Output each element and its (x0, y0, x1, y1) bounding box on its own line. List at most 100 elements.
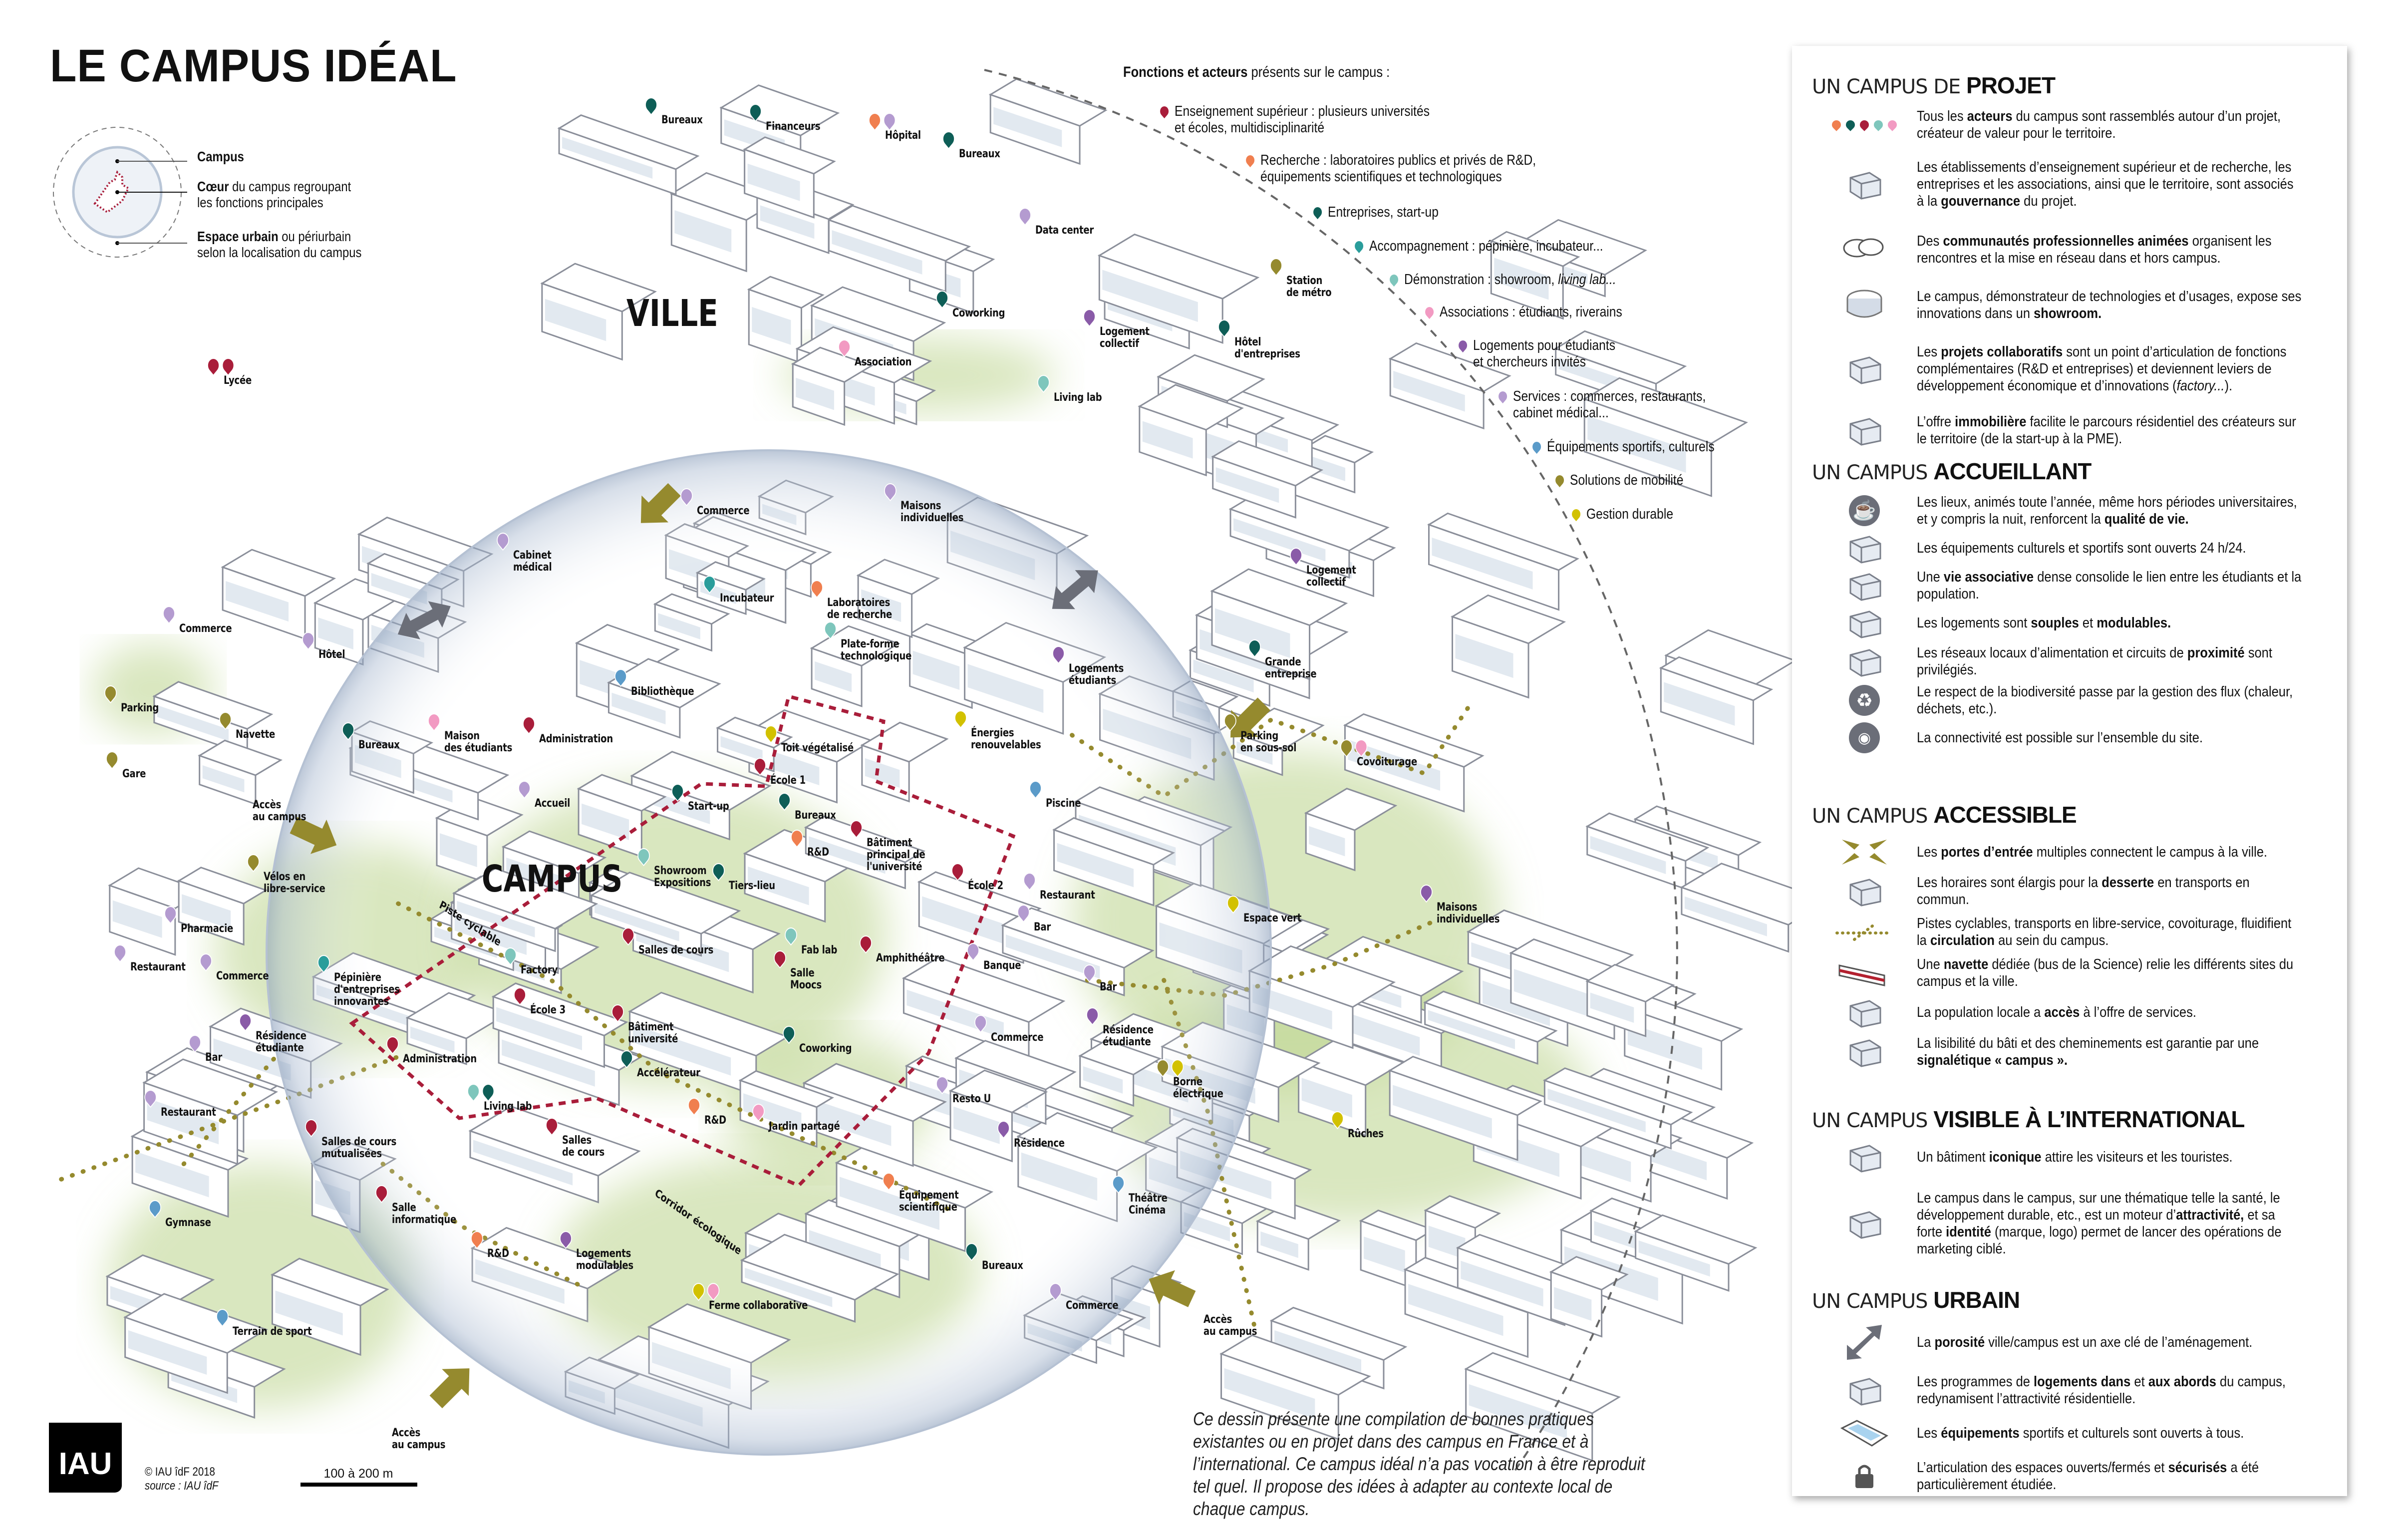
map-pin-icon[interactable] (866, 109, 884, 131)
map-pin-icon[interactable] (857, 932, 875, 953)
map-pin-icon[interactable] (515, 777, 533, 799)
map-pin-icon[interactable] (836, 336, 853, 358)
map-pin-icon[interactable] (1338, 736, 1356, 757)
map-pin-icon[interactable] (848, 817, 866, 839)
map-pin-icon[interactable] (1221, 710, 1239, 731)
map-pin-icon[interactable] (747, 100, 764, 122)
map-pin-icon[interactable] (678, 485, 695, 506)
map-pin-icon[interactable] (881, 109, 898, 131)
map-pin-icon[interactable] (1034, 371, 1052, 393)
map-pin-icon[interactable] (972, 1011, 989, 1033)
map-pin-icon[interactable] (822, 618, 840, 639)
map-pin-icon[interactable] (1027, 777, 1045, 799)
map-pin-icon[interactable] (1084, 1004, 1101, 1025)
map-pin-icon[interactable] (494, 529, 512, 551)
map-pin-icon[interactable] (1080, 961, 1098, 982)
map-pin-icon[interactable] (1246, 636, 1264, 658)
map-pin-icon[interactable] (214, 1305, 232, 1327)
map-pin-icon[interactable] (217, 708, 235, 730)
map-pin-icon[interactable] (111, 941, 129, 963)
map-pin-icon[interactable] (186, 1031, 204, 1053)
map-pin-icon[interactable] (1047, 1279, 1065, 1301)
map-pin-icon[interactable] (162, 903, 179, 924)
map-pin-icon[interactable] (705, 1279, 722, 1301)
map-pin-icon[interactable] (557, 1228, 575, 1249)
map-pin-icon[interactable] (237, 1010, 255, 1032)
map-pin-icon[interactable] (933, 1073, 951, 1094)
map-pin-icon[interactable] (701, 572, 718, 594)
map-pin-icon[interactable] (788, 826, 806, 848)
map-pin-icon[interactable] (1417, 882, 1435, 903)
map-pin-icon[interactable] (642, 94, 660, 116)
map-pin-icon[interactable] (762, 722, 780, 744)
map-pin-icon[interactable] (425, 710, 443, 731)
map-pin-icon[interactable] (543, 1114, 561, 1136)
map-pin-icon[interactable] (685, 1094, 703, 1116)
map-pin-icon[interactable] (780, 1022, 798, 1044)
map-pin-icon[interactable] (1224, 892, 1242, 914)
map-pin-icon[interactable] (480, 1080, 497, 1102)
map-pin-icon[interactable] (197, 950, 215, 972)
map-pin-icon[interactable] (771, 947, 789, 969)
map-pin-icon[interactable] (103, 748, 121, 770)
map-pin-icon[interactable] (619, 924, 637, 946)
map-pin-icon[interactable] (949, 860, 966, 882)
map-pin-icon[interactable] (608, 1001, 626, 1022)
map-pin-icon[interactable] (1154, 1056, 1172, 1078)
map-pin-icon[interactable] (668, 780, 686, 802)
map-pin-icon[interactable] (808, 577, 826, 598)
map-pin-icon[interactable] (1014, 901, 1032, 923)
map-pin-icon[interactable] (302, 1116, 320, 1137)
map-pin-icon[interactable] (299, 628, 317, 650)
map-pin-icon[interactable] (339, 719, 357, 741)
map-pin-icon[interactable] (1080, 306, 1098, 327)
map-pin-icon[interactable] (776, 789, 794, 811)
map-pin-icon[interactable] (160, 603, 178, 624)
map-pin-icon[interactable] (1169, 1056, 1187, 1078)
map-pin-icon[interactable] (465, 1080, 483, 1102)
map-pin-icon[interactable] (710, 860, 728, 882)
section-title: UN CAMPUS VISIBLE À L’INTERNATIONAL (1812, 1106, 2332, 1133)
map-pin-icon[interactable] (751, 754, 769, 776)
map-pin-icon[interactable] (952, 707, 970, 728)
map-pin-icon[interactable] (882, 480, 899, 502)
map-pin-icon[interactable] (102, 682, 120, 704)
map-pin-icon[interactable] (146, 1197, 164, 1219)
map-label: Salles de cours (619, 924, 714, 956)
map-pin-icon[interactable] (383, 1033, 401, 1055)
map-pin-icon[interactable] (244, 851, 262, 873)
map-pin-icon[interactable] (964, 939, 982, 961)
map-pin-icon[interactable] (314, 952, 332, 973)
map-pin-icon[interactable] (962, 1239, 980, 1261)
map-pin-icon[interactable] (782, 924, 800, 946)
map-pin-icon[interactable] (618, 1047, 636, 1068)
map-pin-icon[interactable] (468, 1228, 486, 1249)
map-pin-icon[interactable] (520, 713, 538, 734)
map-pin-icon[interactable] (373, 1182, 391, 1203)
map-pin-icon[interactable] (1352, 736, 1370, 757)
map-pin-icon[interactable] (1021, 869, 1039, 891)
map-pin-icon[interactable] (690, 1279, 708, 1301)
map-pin-icon[interactable] (750, 1100, 768, 1122)
map-pin-icon[interactable] (1215, 316, 1233, 338)
map-pin-icon[interactable] (1267, 255, 1285, 277)
map-pin-icon[interactable] (939, 128, 957, 150)
map-pin-icon[interactable] (219, 354, 237, 376)
map-pin-icon[interactable] (142, 1087, 160, 1108)
map-pin-icon[interactable] (1050, 642, 1068, 664)
map-pin-icon[interactable] (1287, 545, 1305, 566)
map-pin-icon[interactable] (995, 1117, 1012, 1139)
map-pin-icon[interactable] (1016, 204, 1034, 226)
map-pin-icon[interactable] (880, 1169, 897, 1191)
map-pin-icon[interactable] (635, 845, 652, 866)
map-pin-icon[interactable] (502, 944, 520, 966)
pin-group (751, 754, 769, 776)
map-pin-icon[interactable] (1328, 1108, 1346, 1130)
map-pin-icon[interactable] (205, 354, 222, 376)
map-label: Terrain de sport (214, 1305, 312, 1338)
map-pin-icon[interactable] (612, 665, 629, 687)
map-pin-icon[interactable] (511, 984, 529, 1006)
map-pin-icon[interactable] (1110, 1172, 1128, 1194)
map-pin-icon[interactable] (933, 287, 951, 309)
pin-group (668, 780, 686, 802)
